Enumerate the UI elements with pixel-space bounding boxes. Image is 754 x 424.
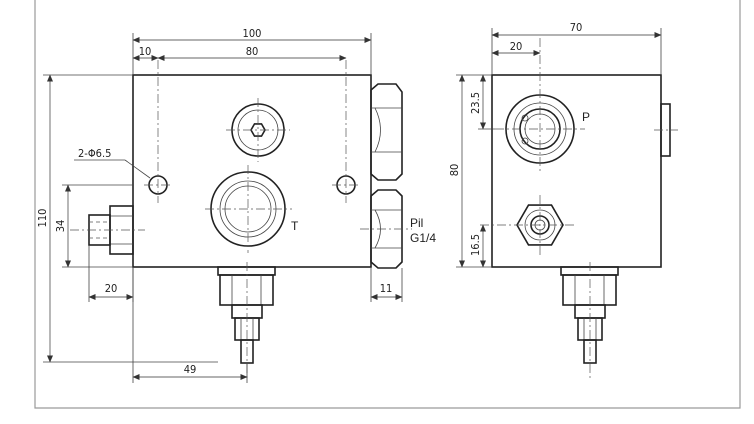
drawing-frame [34,0,741,409]
dim-side-pilot-height: 16.5 [469,234,482,256]
side-view: 70 20 80 23.5 16.5 P [448,21,678,378]
port-p [495,38,585,172]
port-p-label: P [582,110,590,124]
dim-side-height: 80 [448,164,461,177]
dim-side-port-height: 34 [54,220,67,233]
side-bottom-cartridge [560,262,619,378]
pilot-label-line2: G1/4 [410,231,436,245]
dim-side-width: 70 [570,21,583,34]
dim-side-port-p-height: 23.5 [469,92,482,114]
left-port-fitting [70,205,145,255]
bottom-cartridge [217,262,276,378]
dim-side-port-offset: 20 [105,282,118,295]
dim-overall-width: 100 [243,27,262,40]
holes-callout: 2-Φ6.5 [78,147,111,160]
dim-bottom-port-offset: 49 [184,363,197,376]
dim-pilot-fitting-depth: 11 [380,282,393,295]
front-body [132,74,372,268]
port-t-label: T [291,219,299,233]
dim-side-port-p-offset: 20 [510,40,523,53]
port-t [205,165,292,253]
pilot-fitting [360,83,412,269]
dim-hole-spacing: 80 [246,45,259,58]
pilot-label-line1: Pil [410,216,423,230]
front-view: 100 10 80 2-Φ6.5 110 34 20 49 [36,27,436,383]
side-pilot-port [480,195,575,258]
dim-overall-height: 110 [36,209,49,228]
dim-hole-offset: 10 [139,45,152,58]
top-plug [226,98,290,162]
